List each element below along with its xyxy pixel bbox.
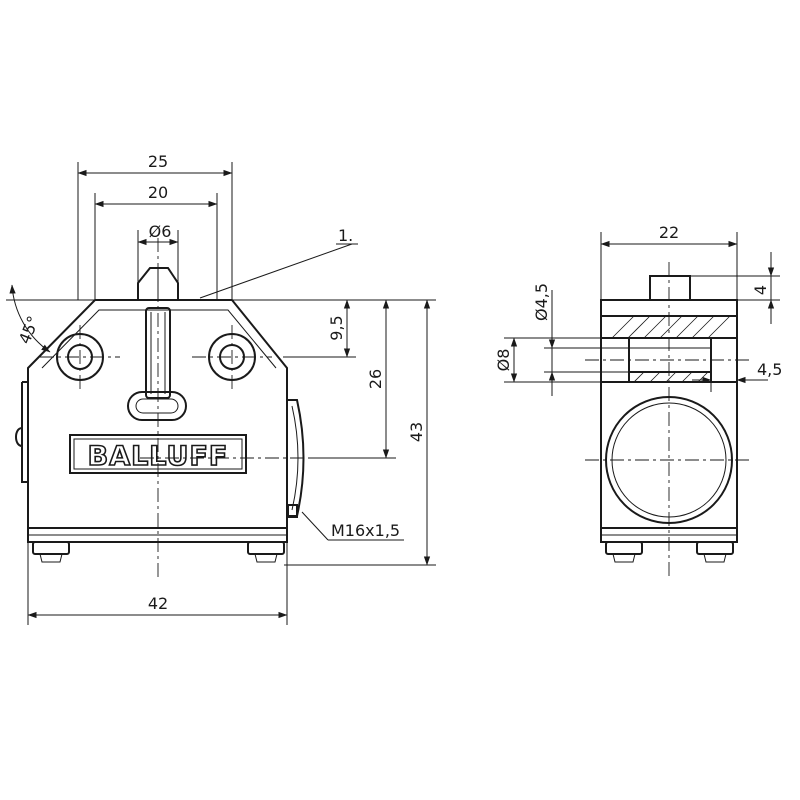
dim-diameter-6: Ø6 — [149, 222, 172, 241]
dim-42: 42 — [148, 594, 168, 613]
oval-window — [127, 391, 187, 421]
front-bevel-inner — [41, 309, 277, 369]
dim-9-5: 9,5 — [327, 315, 346, 340]
side-foot-right — [696, 541, 734, 563]
dim-20: 20 — [148, 183, 168, 202]
dim-22: 22 — [659, 223, 679, 242]
side-dimensions: 22 4 Ø4,5 Ø8 4,5 — [494, 223, 782, 396]
side-plunger — [649, 275, 691, 301]
dim-diameter-4-5: Ø4,5 — [532, 283, 551, 321]
front-foot-left — [32, 541, 70, 563]
side-foot-left — [605, 541, 643, 563]
dim-diameter-8: Ø8 — [494, 349, 513, 372]
plunger — [137, 267, 179, 300]
dim-26: 26 — [366, 369, 385, 389]
front-view: BALLUFF — [15, 238, 330, 580]
dim-4: 4 — [751, 285, 770, 295]
thread-label: M16x1,5 — [331, 521, 400, 540]
left-side-knob — [15, 381, 28, 483]
connector-thread — [287, 399, 305, 518]
front-dimensions: 25 20 Ø6 1. 9,5 26 43 42 45° — [6, 152, 436, 625]
dim-25: 25 — [148, 152, 168, 171]
callout-1: 1. — [338, 226, 353, 245]
dim-43: 43 — [407, 422, 426, 442]
dim-depth-4-5: 4,5 — [757, 360, 782, 379]
front-foot-right — [247, 541, 285, 563]
side-view — [585, 262, 752, 580]
brand-logo: BALLUFF — [88, 441, 229, 472]
dim-angle-45: 45° — [15, 313, 43, 346]
